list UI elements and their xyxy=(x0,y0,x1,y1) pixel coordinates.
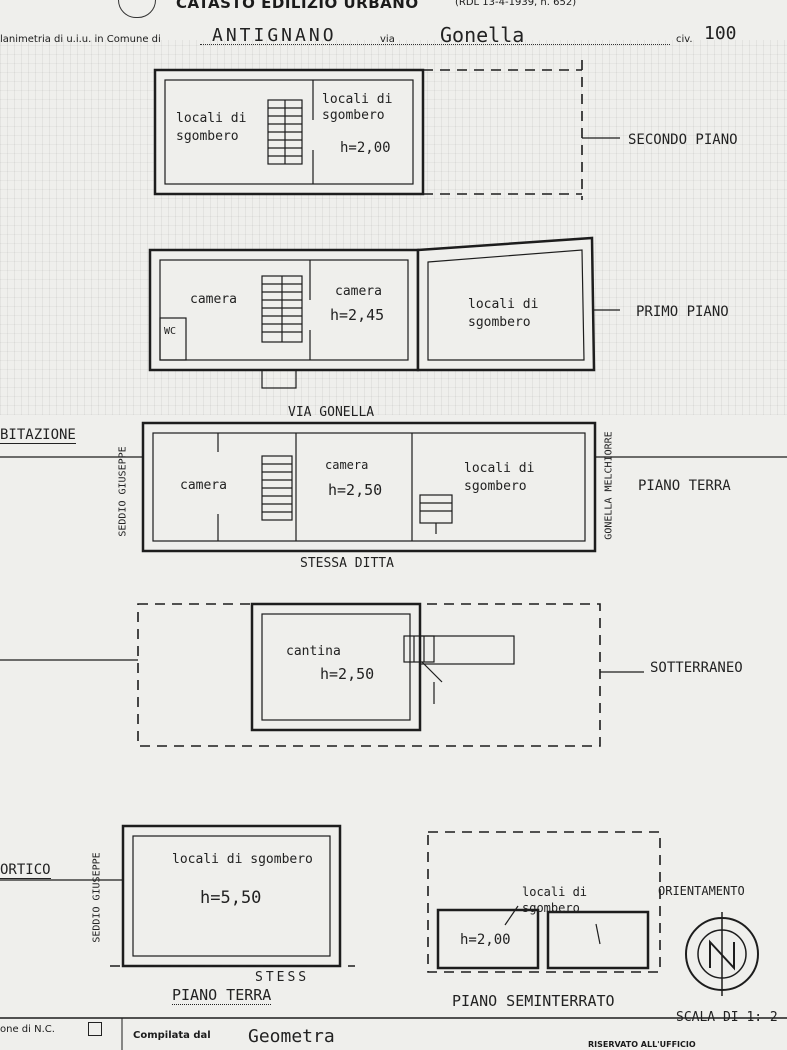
stair-terra-right xyxy=(419,494,453,534)
portico-room: locali di sgombero xyxy=(172,852,313,867)
portico-section-label: ORTICO xyxy=(0,862,51,879)
primo-room-mid: camera xyxy=(335,284,382,299)
comune-value: ANTIGNANO xyxy=(212,25,337,46)
stair-sotterraneo xyxy=(403,635,443,704)
footer-left-label: one di N.C. xyxy=(0,1024,55,1035)
primo-room-right: locali di sgombero xyxy=(468,297,539,330)
terra-room-mid: camera xyxy=(325,458,369,472)
law-reference: (RDL 13-4-1939, n. 652) xyxy=(455,0,577,8)
terra-street-bottom: STESSA DITTA xyxy=(300,556,394,571)
stair-terra xyxy=(261,455,293,521)
comune-label: lanimetria di u.i.u. in Comune di xyxy=(0,34,161,45)
terra-street-top: VIA GONELLA xyxy=(288,405,375,420)
riservato-label: RISERVATO ALL'UFFICIO xyxy=(588,1040,696,1049)
terra-room-right: locali di sgombero xyxy=(464,461,535,494)
seminterrato-plan xyxy=(427,831,661,973)
primo-room-left: camera xyxy=(190,292,237,307)
terra-street-right: GONELLA MELCHIORRE xyxy=(603,431,615,540)
via-value: Gonella xyxy=(440,23,525,47)
terra-street-left: SEDDIO GIUSEPPE xyxy=(117,446,129,537)
terra-height: h=2,50 xyxy=(328,481,383,499)
secondo-room-right: locali di sgombero xyxy=(322,92,393,123)
seminterrato-room: locali di sgombero xyxy=(522,885,588,915)
stair-primo xyxy=(261,275,303,343)
scala-label: SCALA DI 1: 2 xyxy=(676,1010,778,1025)
via-label: via xyxy=(380,34,395,45)
document-title: CATASTO EDILIZIO URBANO xyxy=(176,0,419,12)
primo-wc: WC xyxy=(164,326,177,337)
portico-bottom-label: STESS xyxy=(255,970,310,985)
stair-secondo xyxy=(267,99,303,165)
piano-terra-plan xyxy=(0,421,787,553)
sotterraneo-height: h=2,50 xyxy=(320,665,375,683)
terra-floor-label: PIANO TERRA xyxy=(638,478,731,494)
portico-left-label: SEDDIO GIUSEPPE xyxy=(91,852,103,943)
terra-room-left: camera xyxy=(180,478,227,493)
primo-piano-plan xyxy=(148,236,620,389)
secondo-height: h=2,00 xyxy=(340,140,391,156)
orientamento-label: ORIENTAMENTO xyxy=(658,884,745,898)
portico-floor-label: PIANO TERRA xyxy=(172,986,272,1005)
seminterrato-floor-label: PIANO SEMINTERRATO xyxy=(452,992,615,1010)
seminterrato-height: h=2,00 xyxy=(460,932,511,948)
secondo-room-left: locali di sgombero xyxy=(176,111,247,144)
terra-section-label: BITAZIONE xyxy=(0,427,76,444)
compilata-label: Compilata dal xyxy=(133,1030,211,1041)
primo-height: h=2,45 xyxy=(330,306,385,324)
compass-north-icon xyxy=(685,912,759,996)
secondo-piano-plan xyxy=(153,60,620,200)
portico-plan xyxy=(0,824,355,968)
sotterraneo-floor-label: SOTTERRANEO xyxy=(650,660,743,676)
sotterraneo-room: cantina xyxy=(286,644,341,659)
footer-checkbox-icon xyxy=(88,1022,102,1036)
sotterraneo-plan xyxy=(0,602,644,747)
civ-label: civ. xyxy=(676,34,693,45)
portico-height: h=5,50 xyxy=(200,888,262,908)
header-underline xyxy=(200,44,670,45)
secondo-floor-label: SECONDO PIANO xyxy=(628,132,738,148)
compilata-value: Geometra xyxy=(248,1026,335,1047)
primo-floor-label: PRIMO PIANO xyxy=(636,304,729,320)
civ-value: 100 xyxy=(704,23,737,44)
